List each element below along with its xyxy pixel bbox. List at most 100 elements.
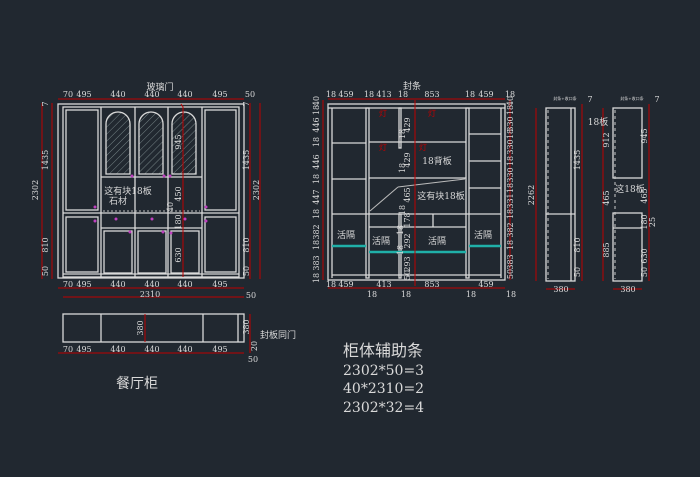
panel-note: 18板 (588, 116, 608, 128)
light-label: 灯 (379, 108, 387, 118)
dimension-label: 810 (242, 237, 251, 252)
dimension-label: 912 (602, 132, 611, 147)
dimension-label: 630 (640, 248, 649, 263)
light-label: 灯 (379, 142, 387, 152)
dimension-label: 50 (245, 90, 255, 99)
front-elevation (41, 98, 261, 298)
dimension-label: 25 (648, 217, 657, 227)
dimension-label: 450 (174, 186, 183, 201)
dimension-label: 180 (640, 214, 649, 229)
dimension-label: 18 (312, 209, 321, 219)
dimension-label: 178 (403, 212, 412, 227)
dimension-label: 330 (506, 116, 515, 131)
dimension-label: 50 (246, 291, 256, 300)
dimension-label: 440 (177, 280, 192, 289)
dimension-label: 1435 (41, 150, 50, 170)
dimension-label: 18 (506, 240, 515, 250)
dimension-label: 413 (376, 90, 391, 99)
panel-note: 这18板 (615, 183, 644, 195)
movable-shelf-label: 活隔 (428, 235, 446, 247)
strip-label: 封条+收口条 (553, 95, 576, 101)
glass-door-arch (105, 111, 131, 175)
dimension-label: 382 (506, 222, 515, 237)
interior-elevation (322, 98, 511, 289)
dimension-label: 18 (506, 156, 515, 166)
dimension-label: 810 (573, 237, 582, 252)
summary-title: 柜体辅助条 (343, 341, 423, 360)
depth-label: 380 (553, 285, 568, 294)
dimension-label: 459 (338, 90, 353, 99)
dimension-label: 885 (602, 242, 611, 257)
dimension-label: 18 (326, 90, 336, 99)
door-note: 封板同门 (260, 329, 296, 341)
dimension-label: 50 (248, 355, 258, 364)
dimension-label: 18 (396, 245, 405, 255)
dimension-label: 495 (212, 90, 227, 99)
dimension-label: 853 (424, 90, 439, 99)
side-views (535, 104, 650, 290)
dimension-label: 447 (312, 189, 321, 204)
dimension-label: 70 (63, 90, 73, 99)
dimension-label: 18 (364, 90, 374, 99)
dimension-label: 50 (640, 267, 649, 277)
light-label: 灯 (428, 108, 436, 118)
dimension-label: 18 (506, 183, 515, 193)
dimension-label: 18 (312, 174, 321, 184)
dimension-label: 331 (506, 193, 515, 208)
dimension-label: 50 (242, 266, 251, 276)
dimension-label: 465 (640, 188, 649, 203)
plan-view (58, 313, 251, 354)
dimension-label: 440 (144, 90, 159, 99)
dimension-label: 383 (312, 255, 321, 270)
movable-shelf-label: 活隔 (474, 229, 492, 241)
strip-label: 封条+收口条 (620, 95, 643, 101)
glass-door-arch (171, 111, 197, 175)
dimension-label: 18 (367, 290, 377, 299)
dimension-label: 7 (587, 95, 592, 104)
dimension-label: 18 (506, 209, 515, 219)
height-label: 2262 (527, 185, 536, 205)
dimension-label: 440 (110, 280, 125, 289)
panel-note: 这有块18板 (104, 185, 151, 197)
dimension-label: 945 (174, 134, 183, 149)
dimension-label: 18 (398, 163, 407, 173)
dimension-label: 18 (398, 205, 407, 215)
dimension-label: 495 (76, 280, 91, 289)
drawing-title: 餐厅柜 (116, 376, 158, 392)
dimension-label: 413 (376, 280, 391, 289)
light-label: 灯 (419, 142, 427, 152)
panel-note: 这有块18板 (417, 190, 464, 202)
movable-shelf-label: 活隔 (372, 235, 390, 247)
dimension-label: 18 (506, 290, 516, 299)
stone-note: 石材 (109, 195, 127, 207)
dimension-label: 50 (403, 270, 412, 280)
dimension-label: 40 (312, 96, 321, 106)
dimension-label: 70 (63, 280, 73, 289)
dimension-label: 429 (403, 117, 412, 132)
dimension-label: 440 (177, 90, 192, 99)
dimension-label: 1435 (573, 150, 582, 170)
dimension-label: 18 (312, 105, 321, 115)
dimension-label: 18 (312, 240, 321, 250)
dimension-label: 18 (465, 90, 475, 99)
dimension-label: 383 (506, 254, 515, 269)
dimension-label: 7 (41, 101, 50, 106)
dimension-label: 20 (250, 341, 259, 351)
dimension-label: 40 (506, 96, 515, 106)
dimension-label: 459 (478, 280, 493, 289)
strip-label: 封条 (403, 80, 421, 92)
dimension-label: 630 (174, 247, 183, 262)
dimension-label: 440 (177, 345, 192, 354)
dimension-label: 810 (41, 237, 50, 252)
dimension-label: 495 (212, 345, 227, 354)
dimension-label: 40 (166, 202, 175, 212)
dimension-label: 440 (144, 345, 159, 354)
summary-line: 2302*32=4 (343, 400, 424, 416)
dimension-label: 380 (136, 320, 145, 335)
dimension-label: 853 (424, 280, 439, 289)
dimension-label: 429 (403, 152, 412, 167)
dimension-label: 495 (76, 345, 91, 354)
dimension-label: 459 (478, 90, 493, 99)
dimension-label: 446 (312, 154, 321, 169)
